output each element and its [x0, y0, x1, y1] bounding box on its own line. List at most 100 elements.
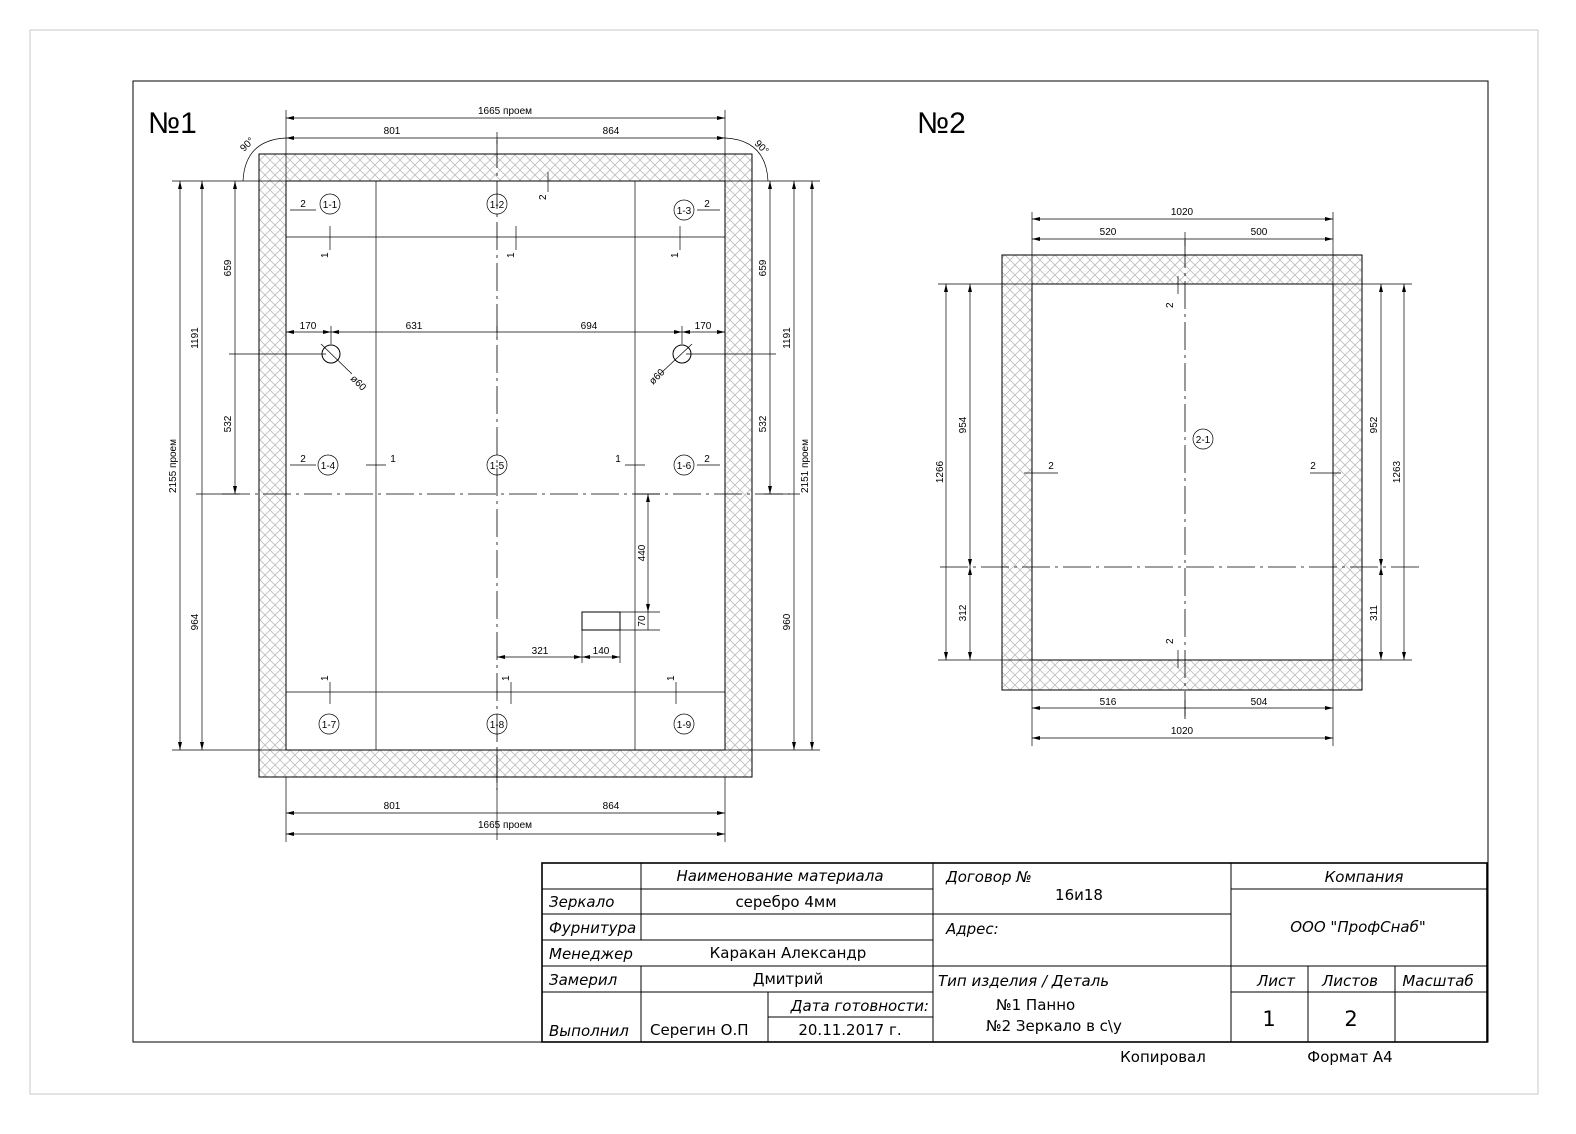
dim-top-left: 801 [384, 126, 401, 137]
dim-bottom-right-2: 504 [1251, 697, 1268, 708]
panel-labels-1: 1-1 1-2 1-3 1-4 1-5 1-6 1-7 1-8 1-9 [317, 193, 695, 735]
hole-right-leader [659, 343, 693, 375]
panel-label: 1-2 [490, 200, 505, 211]
gap-label: 1 [320, 252, 331, 258]
dim-bottom-left: 801 [384, 801, 401, 812]
company-header: Компания [1325, 868, 1404, 886]
dims-cutout-1: 440 70 321 140 [497, 493, 660, 663]
inner-frame-2 [1031, 283, 1334, 661]
dim-right-upper: 1191 [782, 327, 793, 349]
fittings-label: Фурнитура [549, 919, 636, 937]
scale-label: Масштаб [1402, 972, 1473, 990]
company-name: ООО "ПрофСнаб" [1290, 918, 1426, 936]
gap-label: 1 [615, 454, 621, 465]
panel-label: 1-6 [677, 461, 692, 472]
dim-bottom-total-2: 1020 [1171, 726, 1194, 737]
material-header: Наименование материала [676, 867, 883, 885]
inner-frame-1 [285, 180, 726, 751]
address-label: Адрес: [945, 920, 999, 938]
dim-bottom-total: 1665 проем [478, 820, 532, 831]
contract-header: Договор № [945, 868, 1032, 886]
date-value: 20.11.2017 г. [798, 1021, 901, 1039]
gap-label: 2 [1165, 638, 1176, 644]
gap-markers-2: 2 2 2 2 [1024, 276, 1341, 668]
gap-label: 2 [704, 454, 710, 465]
gap-markers-1: 2 2 2 1 1 1 2 1 1 2 1 1 1 [290, 172, 720, 704]
sheet-border [29, 29, 1539, 1095]
dim-left-659: 659 [223, 259, 234, 276]
title-block: Наименование материала Договор № 16и18 К… [541, 862, 1488, 1043]
sheets-label: Листов [1321, 972, 1378, 990]
gap-label: 2 [704, 199, 710, 210]
dim-left-total: 2155 проем [168, 439, 179, 493]
gap-label: 2 [300, 199, 306, 210]
product-type-label: Тип изделия / Деталь [938, 972, 1109, 990]
drawing-1-number: №1 [148, 107, 197, 140]
dim-hole-mid-right: 694 [581, 321, 598, 332]
gap-label: 1 [506, 252, 517, 258]
hole-left-leader [320, 343, 353, 375]
product-line-2: №2 Зеркало в с\у [986, 1017, 1122, 1035]
hole-left-dia: ø60 [348, 373, 368, 393]
dim-left-upper-2: 954 [958, 416, 969, 433]
manager-label: Менеджер [549, 945, 633, 963]
copied-label: Копировал [1120, 1048, 1206, 1066]
dim-hole-left-offset: 170 [300, 321, 317, 332]
manager-value: Каракан Александр [710, 944, 867, 962]
dim-right-total-2: 1263 [1392, 460, 1403, 483]
measured-label: Замерил [549, 971, 618, 989]
gap-label: 1 [666, 675, 677, 681]
gap-label: 1 [501, 675, 512, 681]
done-label: Выполнил [549, 1022, 629, 1040]
sheet-label: Лист [1256, 972, 1296, 990]
panel-label: 1-1 [323, 200, 338, 211]
done-value: Серегин О.П [650, 1021, 749, 1039]
dim-angle-right: 90° [752, 138, 770, 156]
dim-hole-right-offset: 170 [695, 321, 712, 332]
product-line-1: №1 Панно [996, 996, 1075, 1014]
cutout-1 [581, 611, 621, 631]
frame-hatch-2 [1002, 255, 1362, 690]
panel-label: 2-1 [1196, 435, 1211, 446]
dim-right-659: 659 [758, 259, 769, 276]
dim-left-532: 532 [223, 415, 234, 432]
dims-holes-1: 170 631 694 170 [286, 321, 725, 344]
gap-label: 2 [300, 454, 306, 465]
outer-frame-1 [258, 153, 753, 778]
dim-top-total-2: 1020 [1171, 207, 1194, 218]
gap-label: 2 [1165, 302, 1176, 308]
dim-left-total-2: 1266 [935, 460, 946, 483]
gap-label: 2 [538, 194, 549, 200]
gap-label: 2 [1310, 461, 1316, 472]
drawing-1: №1 ø60 ø60 1-1 1-2 1-3 1-4 1-5 1-6 1-7 [148, 106, 820, 842]
panel-label: 1-5 [490, 461, 505, 472]
gap-label: 1 [390, 454, 396, 465]
dims-left-1: 2155 проем 1191 964 659 532 [168, 180, 326, 751]
dim-hole-mid-left: 631 [406, 321, 423, 332]
dim-right-lower: 960 [782, 613, 793, 630]
gap-label: 1 [670, 252, 681, 258]
dim-left-lower: 964 [190, 613, 201, 630]
drawing-2: №2 2-1 1020 520 500 516 [917, 107, 1420, 746]
mirror-value: серебро 4мм [735, 893, 836, 911]
dims-top-2: 1020 520 500 [1031, 207, 1334, 284]
panel-label: 1-3 [677, 206, 692, 217]
panel-label: 1-9 [677, 720, 692, 731]
drawing-2-number: №2 [917, 107, 966, 140]
dims-left-2: 1266 954 312 [935, 283, 1032, 661]
dim-cut-70: 70 [637, 615, 648, 627]
dims-bottom-2: 516 504 1020 [1031, 660, 1334, 746]
measured-value: Дмитрий [753, 970, 824, 988]
dim-bottom-left-2: 516 [1100, 697, 1117, 708]
dim-top-left-2: 520 [1100, 227, 1117, 238]
panel-label: 1-4 [321, 461, 336, 472]
dims-bottom-1: 801 864 1665 проем [285, 750, 726, 842]
dims-right-1: 2151 проем 1191 960 659 532 [686, 180, 820, 751]
dim-angle-left: 90° [238, 136, 256, 154]
sheet-value: 1 [1262, 1007, 1275, 1031]
gap-label: 1 [320, 675, 331, 681]
gap-label: 2 [1048, 461, 1054, 472]
dim-right-lower-2: 311 [1369, 605, 1380, 621]
dim-top-total: 1665 проем [478, 106, 532, 117]
